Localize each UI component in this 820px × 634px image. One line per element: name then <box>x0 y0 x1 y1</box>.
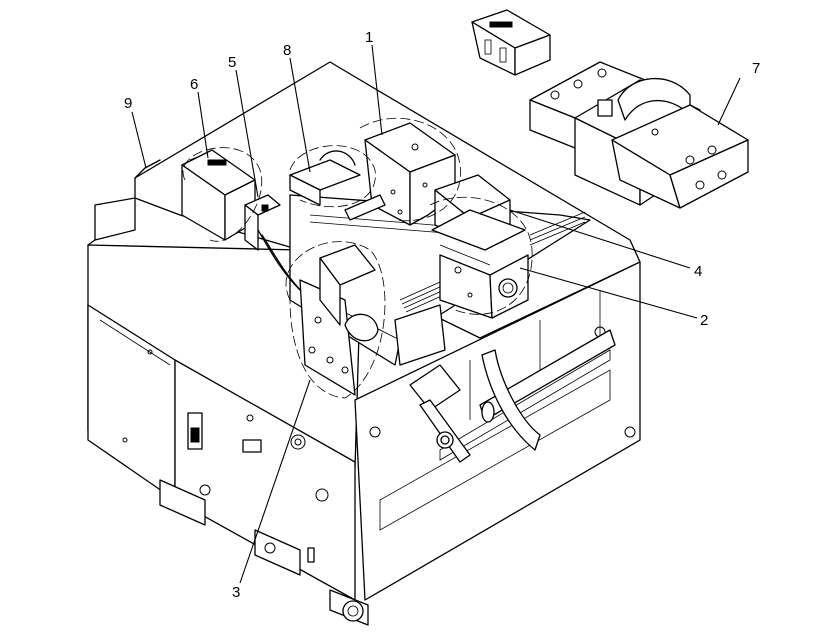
callout-labels: 1 2 3 4 5 6 7 8 9 <box>124 29 760 601</box>
leader-lines <box>131 44 741 584</box>
leader-5 <box>235 69 259 198</box>
leader-2 <box>519 267 698 319</box>
component-7-exploded-module <box>529 61 749 209</box>
leader-9 <box>131 111 147 169</box>
component-2-drive-module <box>431 209 529 319</box>
leader-7 <box>717 77 741 126</box>
callout-6: 6 <box>190 76 198 93</box>
callout-2: 2 <box>700 312 708 329</box>
leader-1 <box>371 44 383 136</box>
callout-4: 4 <box>694 263 702 280</box>
right-frame-details <box>369 290 636 531</box>
front-panel-details <box>99 319 329 563</box>
callout-9: 9 <box>124 95 132 112</box>
leader-8 <box>289 57 311 173</box>
leader-3 <box>239 379 311 584</box>
callout-1: 1 <box>365 29 373 46</box>
leader-4 <box>509 209 691 269</box>
detail-outlines <box>182 117 533 399</box>
exploded-small-part <box>471 9 551 76</box>
component-8-bracket <box>289 150 386 221</box>
callout-7: 7 <box>752 60 760 77</box>
callout-5: 5 <box>228 54 236 71</box>
leader-6 <box>197 91 209 159</box>
callout-3: 3 <box>232 584 240 601</box>
component-3-side-plate <box>299 244 379 396</box>
callout-8: 8 <box>283 42 291 59</box>
